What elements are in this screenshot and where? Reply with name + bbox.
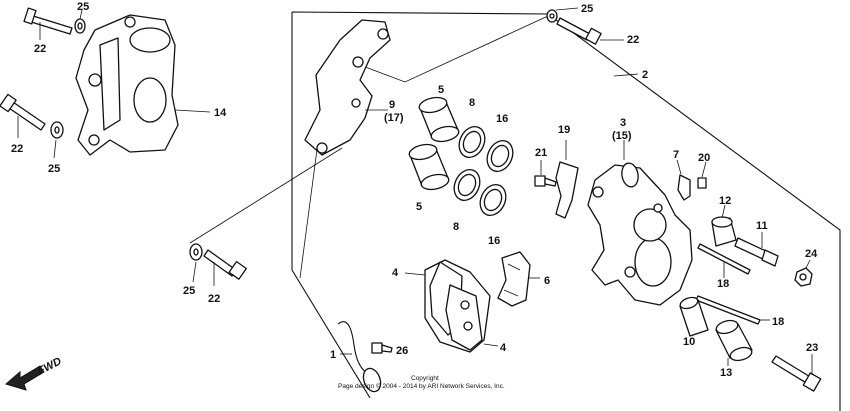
piston-lower [408, 143, 450, 191]
bolt-26 [371, 342, 393, 354]
sleeve-10 [679, 296, 709, 337]
callout-5-lower: 5 [416, 201, 422, 213]
bleeder-valve [676, 159, 691, 201]
callout-22-top-right: 22 [627, 34, 639, 46]
pin-18-lower [695, 295, 770, 325]
callout-9-sub: (17) [384, 112, 404, 124]
leader-2 [613, 73, 639, 77]
callout-21: 21 [535, 147, 547, 159]
callout-26: 26 [396, 345, 408, 357]
washer-25-lower [189, 243, 203, 283]
bolt-22-lower [203, 249, 248, 286]
copyright-line-1: Copyright [411, 375, 439, 382]
callout-25-left: 25 [48, 163, 60, 175]
brake-hose-clip [337, 321, 382, 393]
washer-25-top-right [546, 9, 558, 23]
washer-25-top-left [74, 9, 86, 34]
pin-18-upper [697, 243, 751, 278]
callout-8-upper: 8 [469, 97, 475, 109]
washer-25-left [50, 121, 64, 159]
fwd-label: FWD [36, 355, 64, 377]
bolt-22-top-right [556, 17, 602, 45]
callout-3: 3 [620, 117, 626, 129]
callout-4-lower: 4 [500, 342, 507, 354]
callout-16-upper: 16 [496, 113, 508, 125]
leader-25-top-right [555, 7, 579, 11]
boot-13 [715, 319, 753, 366]
caliper-bracket [304, 19, 391, 156]
callout-20: 20 [698, 152, 710, 164]
callout-13: 13 [720, 367, 732, 379]
callout-7: 7 [673, 149, 679, 161]
callout-12: 12 [719, 195, 731, 207]
callout-8-lower: 8 [453, 221, 459, 233]
callout-10: 10 [683, 336, 695, 348]
callout-5-upper: 5 [438, 84, 444, 96]
callout-4-upper: 4 [392, 267, 399, 279]
pad-shim [497, 251, 540, 307]
callout-9: 9 [389, 99, 395, 111]
callout-23: 23 [806, 342, 818, 354]
callout-25-top-left: 25 [77, 1, 89, 13]
caliper-assembly-complete [75, 14, 211, 156]
callout-25-lower: 25 [183, 285, 195, 297]
callout-22-left: 22 [11, 143, 23, 155]
dust-seal-16-lower [479, 183, 507, 217]
callout-18-lower: 18 [772, 316, 784, 328]
pad-spring [555, 140, 579, 219]
callout-19: 19 [558, 124, 570, 136]
piston-seal-8-lower [453, 168, 481, 202]
callout-1: 1 [330, 349, 336, 361]
piston-seal-8-upper [458, 125, 486, 159]
piston-upper [418, 96, 460, 143]
callout-22-lower: 22 [208, 293, 220, 305]
callout-24: 24 [805, 248, 818, 260]
caliper-body [587, 140, 693, 306]
bleeder-cap [697, 161, 707, 189]
callout-16-lower: 16 [488, 235, 500, 247]
assembly-outline [291, 11, 841, 411]
bolt-22-left [0, 93, 46, 138]
callout-18-upper: 18 [717, 278, 729, 290]
callout-11: 11 [756, 220, 768, 232]
brake-pad-set [404, 259, 499, 353]
bracket-leader-lines [189, 15, 549, 279]
pin-bolt-11 [734, 232, 779, 267]
callout-14: 14 [214, 107, 227, 119]
nut-24 [794, 259, 813, 287]
bolt-22-top-left [23, 7, 73, 40]
callout-25-top-right: 25 [581, 3, 593, 15]
callout-2: 2 [642, 69, 648, 81]
fwd-arrow: FWD [4, 355, 64, 391]
copyright-line-2: Page design © 2004 - 2014 by ARI Network… [338, 382, 505, 390]
bolt-21 [534, 160, 557, 187]
callout-22-top-left: 22 [34, 43, 46, 55]
dust-seal-16-upper [486, 139, 514, 173]
callout-6: 6 [544, 275, 550, 287]
boot-12 [711, 204, 737, 247]
bolt-23 [771, 354, 822, 392]
callout-3-sub: (15) [612, 130, 632, 142]
